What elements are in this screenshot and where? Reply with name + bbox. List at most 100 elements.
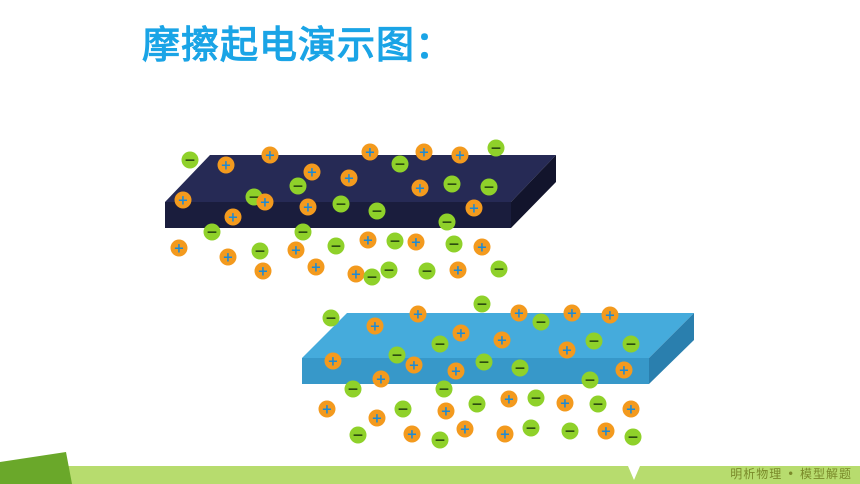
charge-circle xyxy=(589,395,607,413)
positive-charge: + xyxy=(510,304,528,322)
negative-charge: − xyxy=(363,268,381,286)
negative-charge: − xyxy=(431,431,449,449)
minus-sign: − xyxy=(584,373,596,389)
plus-sign: + xyxy=(460,423,471,438)
charge-circle xyxy=(181,151,199,169)
charge-circle xyxy=(456,420,474,438)
negative-charge: − xyxy=(443,175,461,193)
plus-sign: + xyxy=(265,149,276,164)
charge-circle xyxy=(349,426,367,444)
positive-charge: + xyxy=(447,362,465,380)
charge-circle xyxy=(532,313,550,331)
negative-charge: − xyxy=(251,242,269,260)
plus-sign: + xyxy=(322,403,333,418)
positive-charge: + xyxy=(563,304,581,322)
charge-circle xyxy=(224,208,242,226)
charge-circle xyxy=(468,395,486,413)
charge-circle xyxy=(451,146,469,164)
plus-sign: + xyxy=(451,365,462,380)
charge-circle xyxy=(447,362,465,380)
positive-charge: + xyxy=(340,169,358,187)
charge-circle xyxy=(403,425,421,443)
positive-charge: + xyxy=(299,198,317,216)
charge-circle xyxy=(344,380,362,398)
charge-circle xyxy=(322,309,340,327)
charge-circle xyxy=(318,400,336,418)
charge-circle xyxy=(445,235,463,253)
charge-circle xyxy=(251,242,269,260)
plus-sign: + xyxy=(407,428,418,443)
negative-charge: − xyxy=(391,155,409,173)
charge-circle xyxy=(380,261,398,279)
minus-sign: − xyxy=(438,382,450,398)
negative-charge: − xyxy=(527,389,545,407)
negative-charge: − xyxy=(490,260,508,278)
charge-circle xyxy=(411,179,429,197)
negative-charge: − xyxy=(349,426,367,444)
positive-charge: + xyxy=(372,370,390,388)
charge-circle xyxy=(452,324,470,342)
charge-circle xyxy=(347,265,365,283)
charge-circle xyxy=(522,419,540,437)
minus-sign: − xyxy=(330,239,342,255)
charge-circle xyxy=(558,341,576,359)
minus-sign: − xyxy=(525,421,537,437)
bottom-plate-side-face xyxy=(649,313,694,384)
negative-charge: − xyxy=(289,177,307,195)
charge-circle xyxy=(289,177,307,195)
plus-sign: + xyxy=(514,307,525,322)
charge-circle xyxy=(361,143,379,161)
charge-circle xyxy=(332,195,350,213)
positive-charge: + xyxy=(409,305,427,323)
charge-circle xyxy=(431,335,449,353)
charge-circle xyxy=(473,295,491,313)
minus-sign: − xyxy=(389,234,401,250)
top-plate-top-face xyxy=(165,155,556,202)
plus-sign: + xyxy=(260,196,271,211)
charge-circle xyxy=(581,371,599,389)
charge-circle xyxy=(327,237,345,255)
minus-sign: − xyxy=(248,190,260,206)
minus-sign: − xyxy=(366,270,378,286)
minus-sign: − xyxy=(434,433,446,449)
footer-brand: 明析物理 • 模型解题 xyxy=(730,467,852,481)
charge-circle xyxy=(415,143,433,161)
charge-circle xyxy=(405,356,423,374)
positive-charge: + xyxy=(405,356,423,374)
charge-circle xyxy=(368,202,386,220)
plus-sign: + xyxy=(411,236,422,251)
negative-charge: − xyxy=(332,195,350,213)
negative-charge: − xyxy=(394,400,412,418)
negative-charge: − xyxy=(344,380,362,398)
charge-circle xyxy=(174,191,192,209)
negative-charge: − xyxy=(473,295,491,313)
negative-charge: − xyxy=(561,422,579,440)
minus-sign: − xyxy=(184,153,196,169)
positive-charge: + xyxy=(324,352,342,370)
negative-charge: − xyxy=(438,213,456,231)
footer-bar xyxy=(0,452,860,484)
charge-circle xyxy=(449,261,467,279)
plus-sign: + xyxy=(441,405,452,420)
plus-sign: + xyxy=(504,393,515,408)
positive-charge: + xyxy=(359,231,377,249)
negative-charge: − xyxy=(475,353,493,371)
minus-sign: − xyxy=(564,424,576,440)
minus-sign: − xyxy=(371,204,383,220)
charge-circle xyxy=(372,370,390,388)
minus-sign: − xyxy=(292,179,304,195)
plus-sign: + xyxy=(601,425,612,440)
positive-charge: + xyxy=(500,390,518,408)
minus-sign: − xyxy=(588,334,600,350)
positive-charge: + xyxy=(307,258,325,276)
charge-circle xyxy=(487,139,505,157)
minus-sign: − xyxy=(254,244,266,260)
positive-charge: + xyxy=(411,179,429,197)
minus-sign: − xyxy=(352,428,364,444)
negative-charge: − xyxy=(203,223,221,241)
charge-circle xyxy=(359,231,377,249)
top-plate xyxy=(165,155,556,228)
minus-sign: − xyxy=(471,397,483,413)
positive-charge: + xyxy=(558,341,576,359)
charge-circle xyxy=(622,335,640,353)
